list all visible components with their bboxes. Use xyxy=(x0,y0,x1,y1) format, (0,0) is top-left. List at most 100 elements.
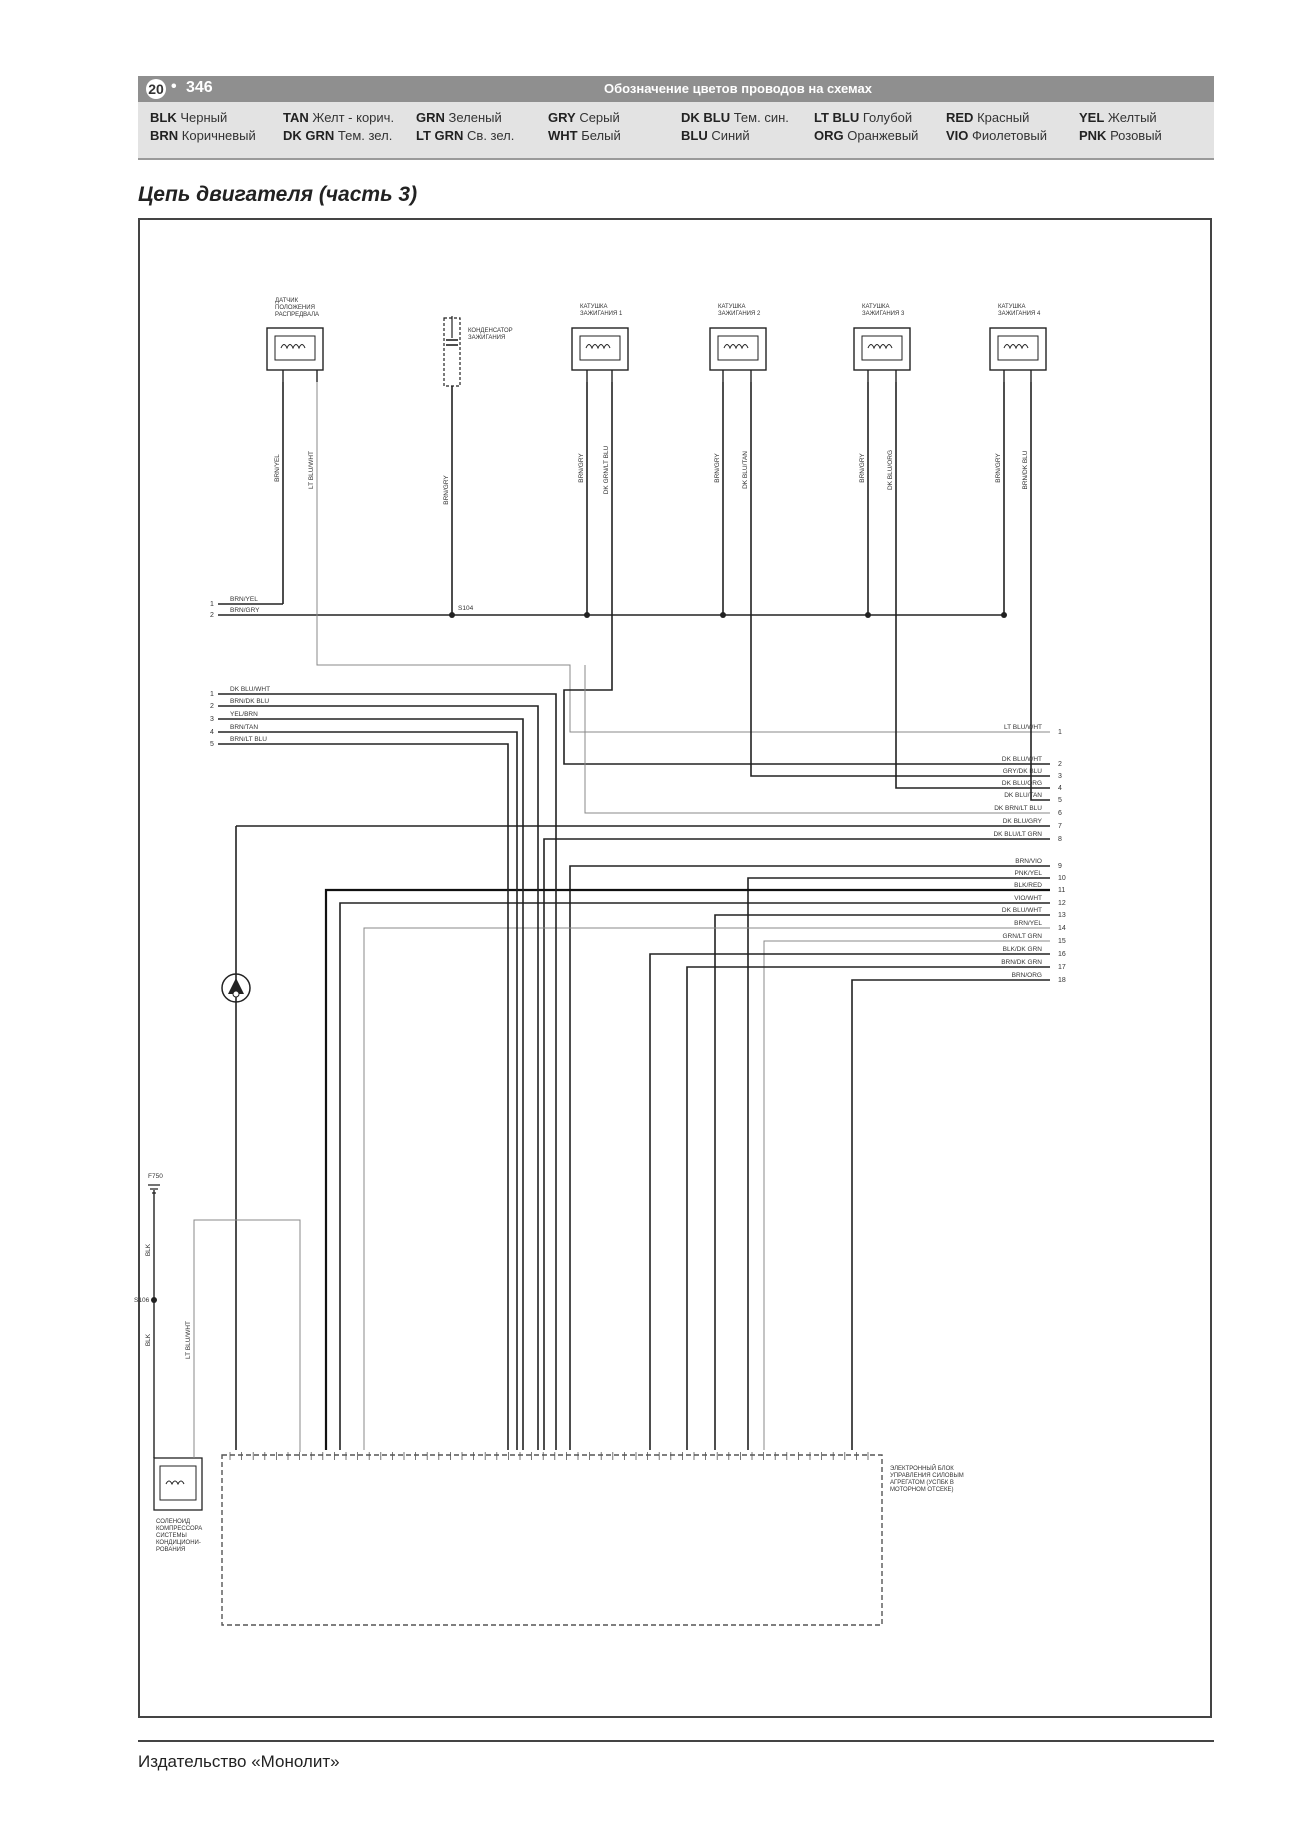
wire-left-1 xyxy=(218,693,557,1450)
pin-number: 6 xyxy=(1058,810,1062,817)
wire-r18 xyxy=(851,979,1050,1450)
ignition-component xyxy=(989,327,1047,371)
pin-number: 9 xyxy=(1058,863,1062,870)
wire-label: DK BLU/LT GRN xyxy=(993,831,1042,838)
wire-lt-blu-wht xyxy=(316,382,1050,733)
wire-label: BRN/ORG xyxy=(1012,972,1042,979)
ignition-component xyxy=(853,327,911,371)
pin-number: 8 xyxy=(1058,836,1062,843)
legend-color-name: Оранжевый xyxy=(843,128,919,143)
ignition-component xyxy=(571,327,629,371)
component-label: КАТУШКА xyxy=(998,304,1026,310)
pin-number: 16 xyxy=(1058,951,1066,958)
splice-label: S106 xyxy=(134,1297,150,1304)
wire-compressor xyxy=(193,1219,301,1458)
wire-left-4 xyxy=(218,731,518,1450)
chapter-badge: 20 xyxy=(146,79,166,99)
wire-label: BRN/GRY xyxy=(714,453,721,483)
wire-r10 xyxy=(747,877,1050,1450)
pin-number: 13 xyxy=(1058,912,1066,919)
pin-number: 14 xyxy=(1058,925,1066,932)
legend-item: LT GRN Св. зел. xyxy=(416,128,514,144)
wire-label: BRN/DK BLU xyxy=(1022,450,1029,489)
wire-label: BRN/DK GRN xyxy=(1001,959,1042,966)
footer-rule xyxy=(138,1740,1214,1742)
wire-label: BRN/GRY xyxy=(995,453,1002,483)
legend-code: LT BLU xyxy=(814,110,860,125)
legend-code: BRN xyxy=(150,128,179,143)
legend-code: VIO xyxy=(946,128,969,143)
wire-label: BRN/GRY xyxy=(578,453,585,483)
pin-number: 1 xyxy=(210,601,214,608)
wire-label: GRY/DK BLU xyxy=(1003,768,1043,775)
legend-color-name: Желтый xyxy=(1104,110,1157,125)
splice-label: S104 xyxy=(458,605,474,612)
wire-label: DK BLU/WHT xyxy=(1002,756,1042,763)
ignition-component xyxy=(709,327,767,371)
wire-r12 xyxy=(339,902,1050,1450)
wire-label: DK BLU/ORG xyxy=(1002,780,1042,787)
wire-left-5 xyxy=(218,743,509,1450)
ground-symbol xyxy=(148,1184,160,1194)
diagram-static xyxy=(148,316,1050,1626)
legend-item: DK GRN Тем. зел. xyxy=(283,128,392,144)
coil-winding xyxy=(723,344,749,350)
wire-coil2 xyxy=(750,382,1050,777)
component-label: КАТУШКА xyxy=(718,304,746,310)
wire-label: BLK/RED xyxy=(1014,882,1042,889)
coil-winding xyxy=(280,344,306,350)
legend-color-name: Красный xyxy=(973,110,1030,125)
wire-label: BRN/LT BLU xyxy=(230,736,267,743)
legend-color-name: Синий xyxy=(707,128,750,143)
component-label: ЗАЖИГАНИЯ 1 xyxy=(580,311,623,317)
pin-number: 4 xyxy=(1058,785,1062,792)
component-label: ДАТЧИК xyxy=(275,298,299,304)
legend-color-name: Св. зел. xyxy=(463,128,515,143)
legend-code: RED xyxy=(946,110,974,125)
compressor-outline xyxy=(153,1457,203,1511)
compressor-label: СИСТЕМЫ xyxy=(156,1533,187,1539)
pin-number: 3 xyxy=(210,716,214,723)
pin-number: 2 xyxy=(210,612,214,619)
ecu-label: АГРЕГАТОМ (УСПБК В xyxy=(890,1480,954,1486)
legend-item: PNK Розовый xyxy=(1079,128,1162,144)
pin-number: 7 xyxy=(1058,823,1062,830)
legend-color-name: Серый xyxy=(575,110,620,125)
wire-label: BRN/YEL xyxy=(1014,920,1042,927)
legend-code: YEL xyxy=(1079,110,1105,125)
wire-label: VIO/WHT xyxy=(1014,895,1042,902)
compressor-label: КОМПРЕССОРА xyxy=(156,1526,202,1532)
wire-label: BLK/DK GRN xyxy=(1003,946,1043,953)
wire-label: BRN/GRY xyxy=(443,475,450,505)
pin-number: 2 xyxy=(1058,761,1062,768)
legend-code: LT GRN xyxy=(416,128,464,143)
pin-number: 3 xyxy=(1058,773,1062,780)
legend-code: GRN xyxy=(416,110,445,125)
ecu-box xyxy=(221,1454,883,1626)
wire-label: BRN/DK BLU xyxy=(230,698,269,705)
coil-box xyxy=(717,335,759,361)
compressor-label: РОВАНИЯ xyxy=(156,1547,185,1553)
compressor-inner xyxy=(159,1465,197,1501)
ignition-component xyxy=(266,327,324,371)
shield-symbol xyxy=(221,973,251,1003)
wire-label: GRN/LT GRN xyxy=(1003,933,1043,940)
component-label: ЗАЖИГАНИЯ 2 xyxy=(718,311,761,317)
wire-brn-yel xyxy=(363,927,1050,1450)
pin-number: 1 xyxy=(210,691,214,698)
legend-color-name: Зеленый xyxy=(444,110,502,125)
legend-item: WHT Белый xyxy=(548,128,621,144)
legend-item: BLK Черный xyxy=(150,110,227,126)
wire-label: DK BLU/GRY xyxy=(1003,818,1043,825)
wire-label: YEL/BRN xyxy=(230,711,258,718)
legend-code: DK GRN xyxy=(283,128,335,143)
wire-r15 xyxy=(763,940,1050,1450)
legend-color-name: Тем. син. xyxy=(730,110,789,125)
pin-number: 11 xyxy=(1058,887,1065,894)
legend-color-name: Белый xyxy=(577,128,621,143)
legend-color-name: Коричневый xyxy=(178,128,256,143)
ecu-label: ЭЛЕКТРОННЫЙ БЛОК xyxy=(890,1464,954,1472)
legend-code: BLK xyxy=(150,110,177,125)
